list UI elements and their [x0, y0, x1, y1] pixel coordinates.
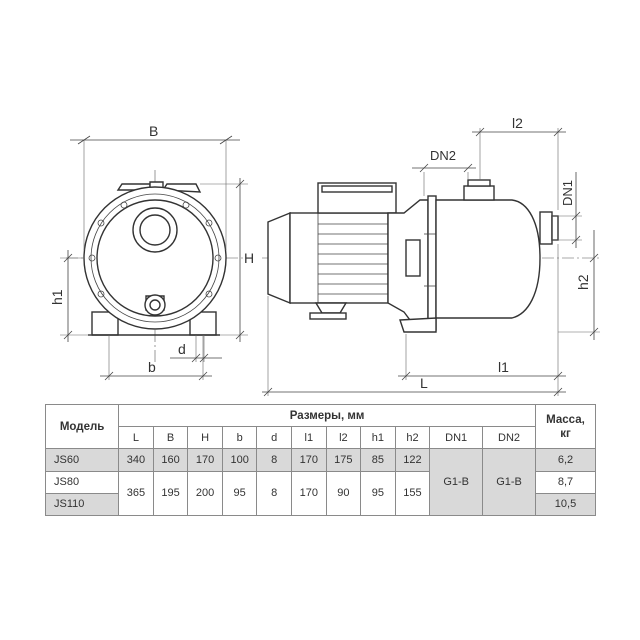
cell-js80-mass: 8,7: [534, 470, 597, 494]
label-d: d: [178, 341, 186, 357]
label-DN2: DN2: [430, 148, 456, 163]
cell-js80-h1: 95: [360, 470, 396, 517]
cell-js80-L: 365: [118, 470, 154, 517]
side-view: [262, 127, 600, 397]
mass-header-line1: Масса,: [546, 413, 585, 426]
label-h1: h1: [49, 289, 65, 305]
label-b: b: [148, 359, 156, 375]
cell-js80-h2: 155: [394, 470, 431, 517]
label-H: H: [244, 250, 254, 266]
label-L: L: [420, 375, 428, 391]
col-l2: l2: [325, 426, 362, 450]
model-js60: JS60: [44, 448, 120, 472]
cell-dn1: G1-B: [429, 448, 484, 516]
cell-dn2: G1-B: [482, 448, 536, 516]
mass-header: Масса, кг: [534, 403, 597, 450]
col-h1: h1: [360, 426, 396, 450]
cell-js60-h1: 85: [360, 448, 396, 472]
cell-js80-b: 95: [221, 470, 258, 517]
col-h2: h2: [394, 426, 431, 450]
col-B: B: [152, 426, 189, 450]
col-b: b: [221, 426, 258, 450]
cell-js60-H: 170: [187, 448, 223, 472]
col-d: d: [256, 426, 292, 450]
sizes-header: Размеры, мм: [118, 403, 536, 428]
cell-js60-l2: 175: [325, 448, 362, 472]
col-DN1: DN1: [429, 426, 484, 450]
cell-js80-l1: 170: [291, 470, 327, 517]
cell-js60-l1: 170: [291, 448, 327, 472]
cell-js80-B: 195: [152, 470, 189, 517]
cell-js80-l2: 90: [325, 470, 362, 517]
front-view: [60, 135, 248, 381]
cell-js80-H: 200: [187, 470, 223, 517]
label-DN1: DN1: [560, 180, 575, 206]
cell-js60-mass: 6,2: [534, 448, 597, 472]
cell-js60-L: 340: [118, 448, 154, 472]
col-l1: l1: [291, 426, 327, 450]
label-B: B: [149, 123, 158, 139]
cell-js60-d: 8: [256, 448, 292, 472]
pump-drawing: B H h1 b d DN2 l2 DN1 h2 l1 L: [49, 115, 600, 397]
model-js110: JS110: [44, 492, 120, 517]
label-l1: l1: [498, 359, 509, 375]
mass-header-line2: кг: [560, 427, 571, 440]
model-header: Модель: [44, 403, 120, 450]
model-js80: JS80: [44, 470, 120, 494]
col-DN2: DN2: [482, 426, 536, 450]
cell-js110-mass: 10,5: [534, 492, 597, 517]
col-H: H: [187, 426, 223, 450]
cell-js60-b: 100: [221, 448, 258, 472]
spec-table: Модель Размеры, мм Масса, кг L B H b d l…: [44, 403, 597, 517]
label-h2: h2: [575, 274, 591, 290]
cell-js60-h2: 122: [394, 448, 431, 472]
cell-js60-B: 160: [152, 448, 189, 472]
col-L: L: [118, 426, 154, 450]
label-l2: l2: [512, 115, 523, 131]
cell-js80-d: 8: [256, 470, 292, 517]
